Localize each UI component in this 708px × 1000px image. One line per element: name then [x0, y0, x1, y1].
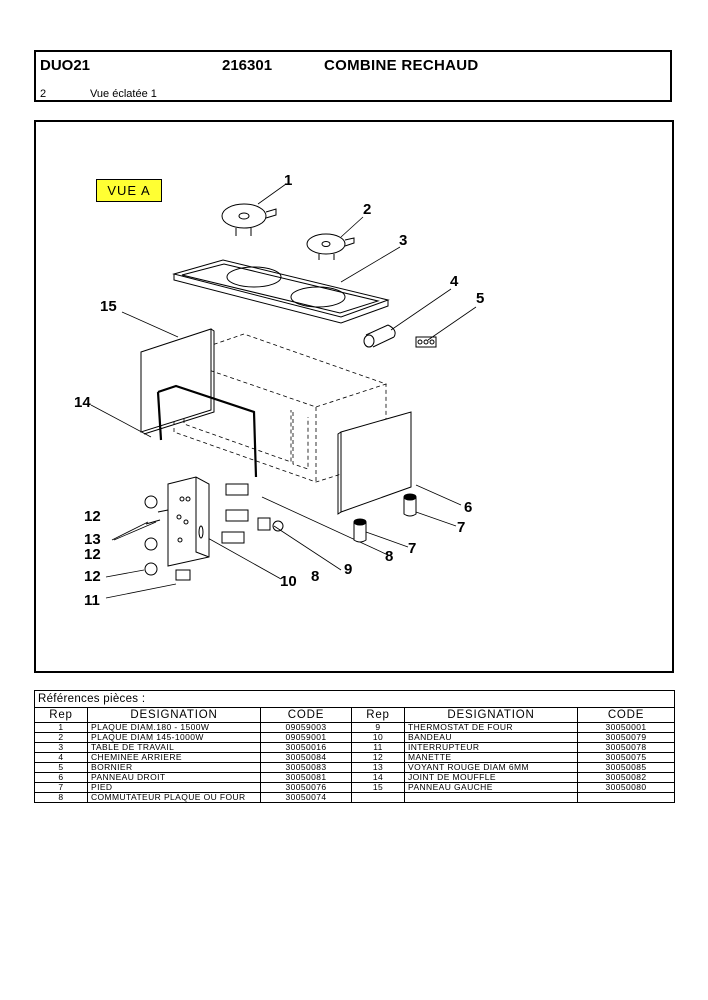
part-designation: JOINT DE MOUFFLE — [404, 772, 578, 783]
part-designation: BORNIER — [87, 762, 261, 773]
view-label: Vue éclatée 1 — [90, 88, 157, 100]
part-designation — [404, 792, 578, 803]
exploded-view-illustration — [90, 183, 477, 599]
parts-caption: Références pièces : — [33, 690, 676, 708]
part-designation: VOYANT ROUGE DIAM 6MM — [404, 762, 578, 773]
callout-12: 12 — [84, 546, 101, 563]
part-designation: COMMUTATEUR PLAQUE OU FOUR — [87, 792, 261, 803]
table-row: 8 COMMUTATEUR PLAQUE OU FOUR 30050074 — [34, 792, 676, 803]
callout-6: 6 — [464, 499, 473, 516]
part-designation: PIED — [87, 782, 261, 793]
column-header: DESIGNATION — [404, 707, 578, 723]
model-name: DUO21 — [40, 57, 91, 74]
part-code: 30050084 — [260, 752, 352, 763]
callout-12: 12 — [84, 508, 101, 525]
part-rep: 3 — [34, 742, 88, 753]
part-rep: 10 — [351, 732, 405, 743]
part-code: 30050075 — [576, 752, 676, 763]
callout-3: 3 — [399, 232, 408, 249]
callout-7: 7 — [457, 519, 466, 536]
part-code: 30050076 — [260, 782, 352, 793]
part-code: 30050085 — [576, 762, 676, 773]
part-code: 30050083 — [260, 762, 352, 773]
table-row: 3 TABLE DE TRAVAIL 30050016 11 INTERRUPT… — [34, 742, 676, 753]
part-designation: BANDEAU — [404, 732, 578, 743]
part-rep: 13 — [351, 762, 405, 773]
part-rep: 14 — [351, 772, 405, 783]
part-code: 30050001 — [576, 722, 676, 733]
part-rep: 12 — [351, 752, 405, 763]
part-code: 30050074 — [260, 792, 352, 803]
part-designation: CHEMINEE ARRIERE — [87, 752, 261, 763]
part-designation: MANETTE — [404, 752, 578, 763]
callout-9: 9 — [344, 561, 353, 578]
parts-reference-table: Références pièces : Rep DESIGNATION CODE… — [33, 690, 676, 803]
callout-11: 11 — [84, 592, 100, 609]
callout-5: 5 — [476, 290, 485, 307]
part-designation: PLAQUE DIAM.180 - 1500W — [87, 722, 261, 733]
part-rep: 8 — [34, 792, 88, 803]
callout-7: 7 — [408, 540, 417, 557]
part-designation: THERMOSTAT DE FOUR — [404, 722, 578, 733]
exploded-view-drawing: VUE A 1 2 3 4 5 15 14 6 7 12 13 12 12 11… — [34, 120, 674, 673]
part-rep: 1 — [34, 722, 88, 733]
part-rep: 5 — [34, 762, 88, 773]
part-code: 09059003 — [260, 722, 352, 733]
table-row: 1 PLAQUE DIAM.180 - 1500W 09059003 9 THE… — [34, 722, 676, 733]
part-rep: 7 — [34, 782, 88, 793]
part-code: 30050080 — [576, 782, 676, 793]
part-code: 30050079 — [576, 732, 676, 743]
callout-12: 12 — [84, 568, 101, 585]
part-rep: 15 — [351, 782, 405, 793]
document-header: DUO21 216301 COMBINE RECHAUD 2 Vue éclat… — [34, 50, 672, 102]
callout-1: 1 — [284, 172, 293, 189]
document-title: COMBINE RECHAUD — [324, 57, 479, 74]
callout-10: 10 — [280, 573, 297, 590]
table-header-row: Rep DESIGNATION CODE Rep DESIGNATION COD… — [34, 707, 676, 723]
part-code — [576, 792, 676, 803]
part-code: 30050081 — [260, 772, 352, 783]
part-designation: PANNEAU GAUCHE — [404, 782, 578, 793]
part-rep: 6 — [34, 772, 88, 783]
part-code: 30050082 — [576, 772, 676, 783]
table-row: 6 PANNEAU DROIT 30050081 14 JOINT DE MOU… — [34, 772, 676, 783]
callout-4: 4 — [450, 273, 459, 290]
model-reference: 216301 — [222, 57, 273, 74]
callout-14: 14 — [74, 394, 91, 411]
column-header: CODE — [260, 707, 352, 723]
page-number: 2 — [40, 88, 47, 100]
part-designation: PANNEAU DROIT — [87, 772, 261, 783]
part-code: 30050016 — [260, 742, 352, 753]
part-designation: PLAQUE DIAM 145-1000W — [87, 732, 261, 743]
column-header: DESIGNATION — [87, 707, 261, 723]
part-rep: 4 — [34, 752, 88, 763]
part-rep — [351, 792, 405, 803]
callout-8: 8 — [311, 568, 320, 585]
part-designation: INTERRUPTEUR — [404, 742, 578, 753]
table-row: 2 PLAQUE DIAM 145-1000W 09059001 10 BAND… — [34, 732, 676, 743]
column-header: CODE — [576, 707, 676, 723]
part-code: 09059001 — [260, 732, 352, 743]
column-header: Rep — [34, 707, 88, 723]
callout-8: 8 — [385, 548, 394, 565]
table-row: 7 PIED 30050076 15 PANNEAU GAUCHE 300500… — [34, 782, 676, 793]
table-row: 4 CHEMINEE ARRIERE 30050084 12 MANETTE 3… — [34, 752, 676, 763]
callout-2: 2 — [363, 201, 372, 218]
table-row: 5 BORNIER 30050083 13 VOYANT ROUGE DIAM … — [34, 762, 676, 773]
callout-15: 15 — [100, 298, 117, 315]
part-rep: 11 — [351, 742, 405, 753]
callout-13: 13 — [84, 531, 101, 548]
part-designation: TABLE DE TRAVAIL — [87, 742, 261, 753]
part-rep: 9 — [351, 722, 405, 733]
view-a-tag: VUE A — [96, 179, 162, 202]
column-header: Rep — [351, 707, 405, 723]
part-code: 30050078 — [576, 742, 676, 753]
part-rep: 2 — [34, 732, 88, 743]
